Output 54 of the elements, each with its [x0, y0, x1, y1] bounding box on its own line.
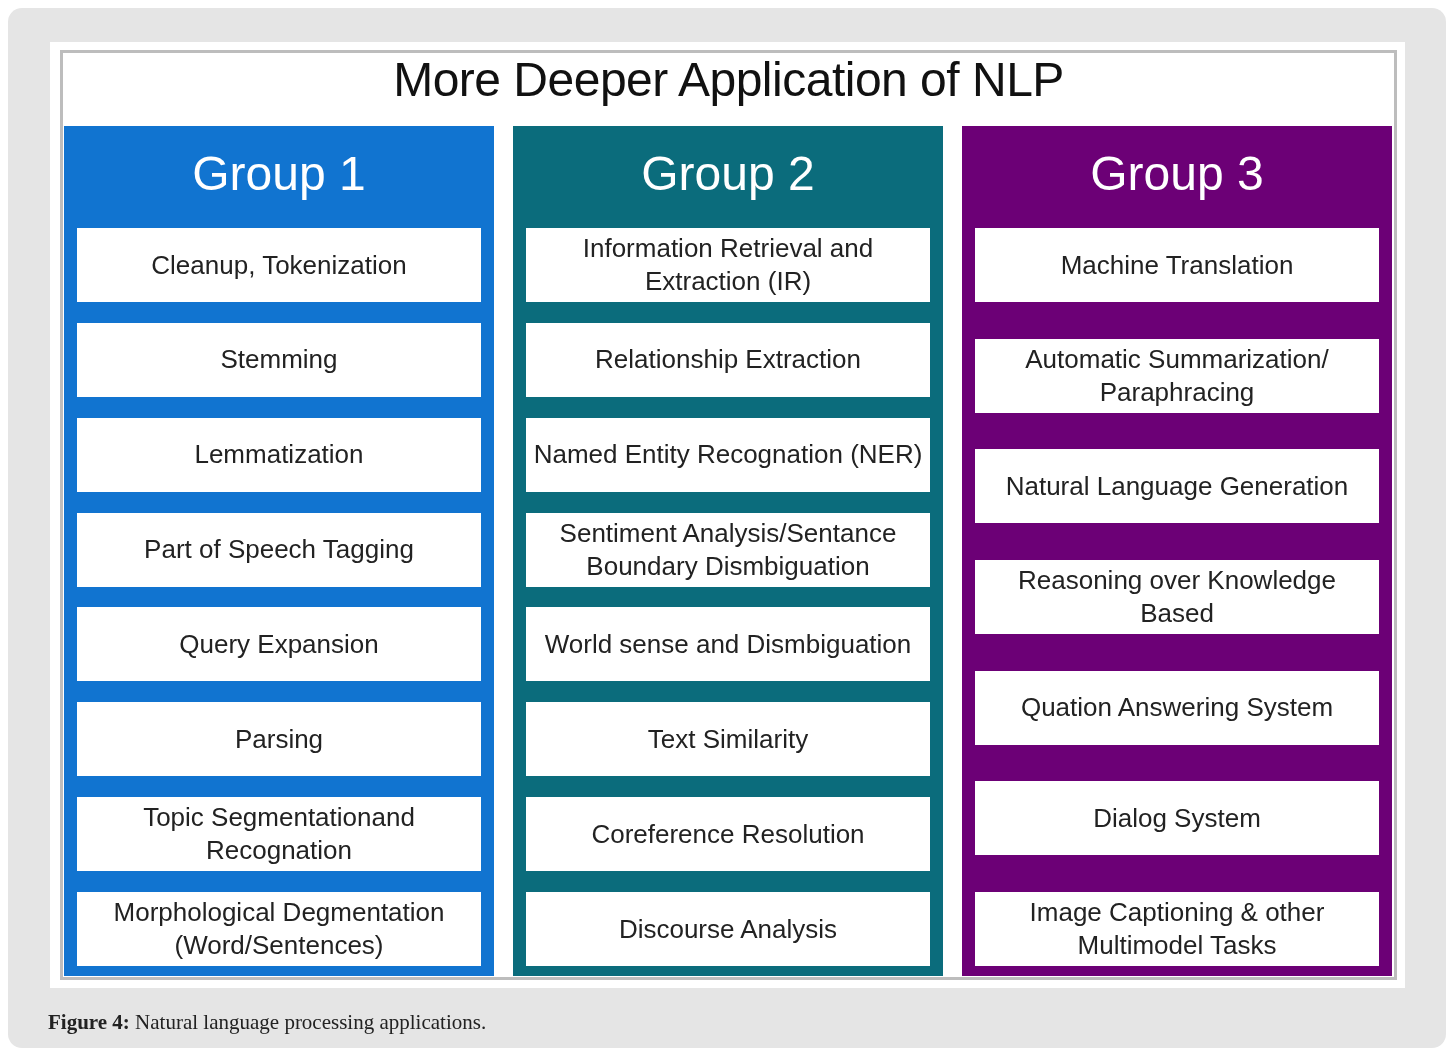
task-label: Parsing — [234, 722, 324, 756]
group-heading: Group 3 — [1089, 146, 1265, 201]
task-box — [526, 702, 930, 777]
task-label: Stemming — [220, 343, 338, 377]
group-heading: Group 2 — [640, 146, 816, 201]
task-label: Relationship Extraction — [595, 343, 861, 377]
task-label: Morphological Degmentation (Word/Sentences) — [112, 896, 446, 962]
task-box — [77, 417, 481, 492]
task-box — [526, 322, 930, 397]
task-box — [77, 892, 481, 966]
task-box — [526, 417, 930, 492]
task-box — [526, 607, 930, 682]
task-label: Quation Answering System — [1020, 691, 1334, 725]
task-box — [975, 560, 1379, 634]
task-label: Machine Translation — [1060, 248, 1294, 282]
task-label: Lemmatization — [194, 438, 364, 472]
task-box — [526, 892, 930, 966]
task-box — [526, 797, 930, 872]
task-box — [77, 322, 481, 397]
task-box — [975, 892, 1379, 966]
task-box — [77, 797, 481, 872]
task-label: Reasoning over Knowledge Based — [1017, 564, 1337, 630]
task-box — [526, 512, 930, 587]
task-box — [975, 670, 1379, 745]
task-box — [975, 338, 1379, 413]
task-label: Coreference Resolution — [591, 817, 865, 851]
task-box — [77, 702, 481, 777]
task-label: Sentiment Analysis/Sentance Boundary Dismbiguation — [558, 516, 898, 583]
task-label: Part of Speech Tagging — [144, 533, 414, 567]
task-box — [77, 512, 481, 587]
task-label: World sense and Dismbiguation — [544, 627, 912, 661]
task-label: Text Similarity — [647, 722, 809, 756]
task-label: Automatic Summarization/ Paraphracing — [1024, 342, 1330, 409]
task-label: Discourse Analysis — [618, 912, 838, 946]
task-label: Information Retrieval and Extraction (IR) — [581, 232, 875, 298]
group-column — [962, 126, 1392, 976]
task-label: Cleanup, Tokenization — [151, 248, 407, 282]
diagram-title: More Deeper Application of NLP — [392, 52, 1065, 107]
task-box — [975, 781, 1379, 856]
task-label: Query Expansion — [179, 627, 379, 661]
task-box — [975, 228, 1379, 302]
task-label: Dialog System — [1093, 801, 1261, 835]
figure-caption: Figure 4: Natural language processing applications. — [48, 1010, 487, 1035]
group-column — [64, 126, 494, 976]
group-heading: Group 1 — [191, 146, 367, 201]
task-label: Natural Language Generation — [1005, 469, 1349, 503]
task-label: Topic Segmentationand Recognation — [142, 801, 416, 868]
task-box — [526, 228, 930, 302]
task-label: Named Entity Recognation (NER) — [533, 438, 923, 472]
task-box — [77, 228, 481, 302]
task-label: Image Captioning & other Multimodel Tasks — [1028, 896, 1326, 962]
task-box — [77, 607, 481, 682]
task-box — [975, 449, 1379, 524]
group-column — [513, 126, 943, 976]
